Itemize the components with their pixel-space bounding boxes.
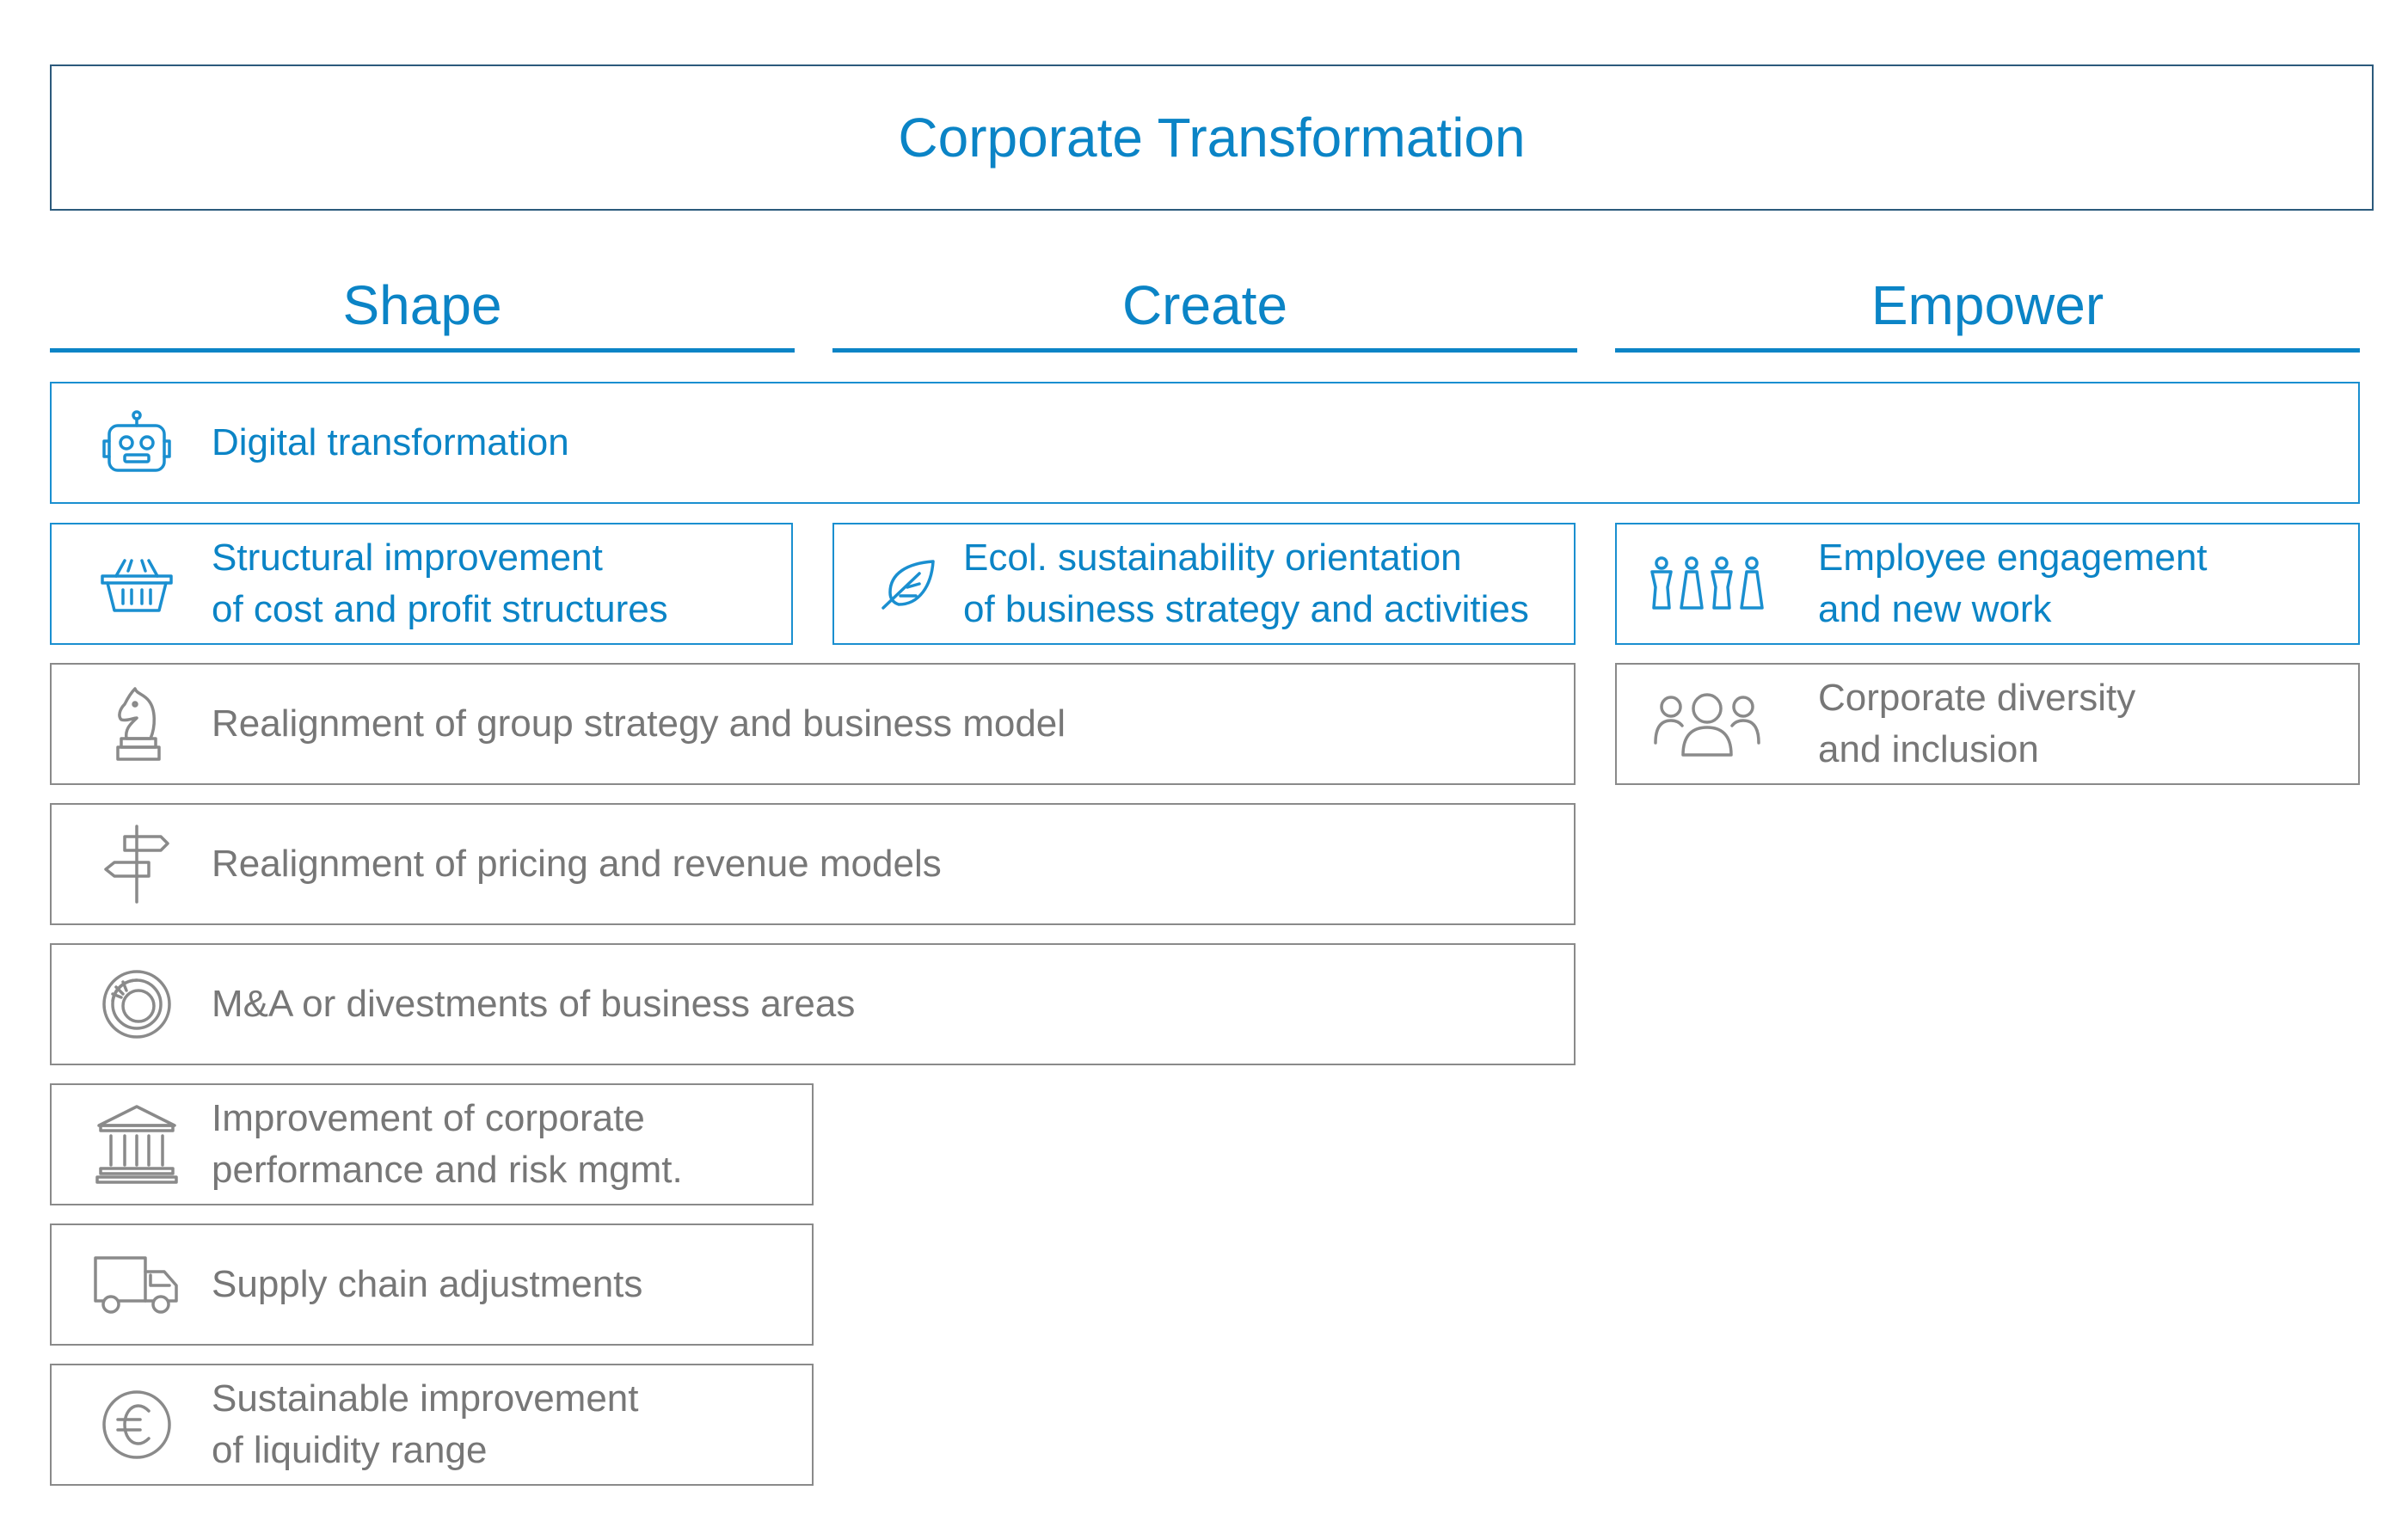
- item-group-strategy: Realignment of group strategy and busine…: [50, 663, 1576, 785]
- item-label-line: Improvement of corporate: [212, 1097, 645, 1139]
- item-label-line: Digital transformation: [212, 421, 569, 463]
- bank-building-icon: [52, 1085, 222, 1204]
- item-label-line: Structural improvement: [212, 537, 603, 579]
- item-label: Corporate diversity and inclusion: [1818, 665, 2135, 783]
- column-header-shape: Shape: [50, 273, 795, 353]
- diagram-title: Corporate Transformation: [898, 107, 1526, 169]
- item-ecological-sustainability: Ecol. sustainability orientation of busi…: [832, 523, 1576, 645]
- people-group-icon: [1617, 665, 1797, 783]
- item-pricing-models: Realignment of pricing and revenue model…: [50, 803, 1576, 925]
- item-label-line: of business strategy and activities: [963, 588, 1529, 630]
- item-label: Realignment of group strategy and busine…: [212, 665, 1066, 783]
- item-label: Ecol. sustainability orientation of busi…: [963, 524, 1529, 643]
- team-figures-icon: [1617, 524, 1797, 643]
- item-mergers-acquisitions: M&A or divestments of business areas: [50, 943, 1576, 1065]
- item-label-line: and inclusion: [1818, 728, 2039, 770]
- item-label-line: Realignment of group strategy and busine…: [212, 702, 1066, 745]
- item-label-line: Ecol. sustainability orientation: [963, 537, 1462, 579]
- target-dial-icon: [52, 945, 222, 1064]
- column-header-empower: Empower: [1615, 273, 2360, 353]
- item-label-line: Corporate diversity: [1818, 677, 2136, 719]
- item-label-line: performance and risk mgmt.: [212, 1149, 683, 1191]
- item-corporate-diversity: Corporate diversity and inclusion: [1615, 663, 2360, 785]
- item-label-line: Sustainable improvement: [212, 1377, 639, 1420]
- item-employee-engagement: Employee engagement and new work: [1615, 523, 2360, 645]
- robot-icon: [52, 383, 222, 502]
- item-label-line: Realignment of pricing and revenue model…: [212, 843, 942, 885]
- item-label-line: and new work: [1818, 588, 2052, 630]
- item-structural-improvement: Structural improvement of cost and profi…: [50, 523, 793, 645]
- chess-knight-icon: [52, 665, 222, 783]
- column-header-create: Create: [832, 273, 1577, 353]
- item-label-line: Employee engagement: [1818, 537, 2208, 579]
- item-label-line: M&A or divestments of business areas: [212, 983, 856, 1025]
- leaf-icon: [834, 524, 986, 643]
- item-supply-chain: Supply chain adjustments: [50, 1224, 814, 1346]
- item-label: M&A or divestments of business areas: [212, 945, 855, 1064]
- item-liquidity: Sustainable improvement of liquidity ran…: [50, 1364, 814, 1486]
- delivery-truck-icon: [52, 1225, 222, 1344]
- item-label: Digital transformation: [212, 383, 569, 502]
- euro-coin-icon: [52, 1365, 222, 1484]
- item-label-line: of liquidity range: [212, 1429, 488, 1471]
- item-label-line: of cost and profit structures: [212, 588, 668, 630]
- item-label: Employee engagement and new work: [1818, 524, 2208, 643]
- item-label: Structural improvement of cost and profi…: [212, 524, 668, 643]
- item-label: Sustainable improvement of liquidity ran…: [212, 1365, 638, 1484]
- shopping-basket-icon: [52, 524, 222, 643]
- title-box: Corporate Transformation: [50, 64, 2374, 211]
- signpost-icon: [52, 805, 222, 923]
- item-label: Realignment of pricing and revenue model…: [212, 805, 942, 923]
- item-label-line: Supply chain adjustments: [212, 1263, 643, 1305]
- item-label: Improvement of corporate performance and…: [212, 1085, 683, 1204]
- item-digital-transformation: Digital transformation: [50, 382, 2360, 504]
- item-label: Supply chain adjustments: [212, 1225, 642, 1344]
- item-corporate-performance: Improvement of corporate performance and…: [50, 1083, 814, 1205]
